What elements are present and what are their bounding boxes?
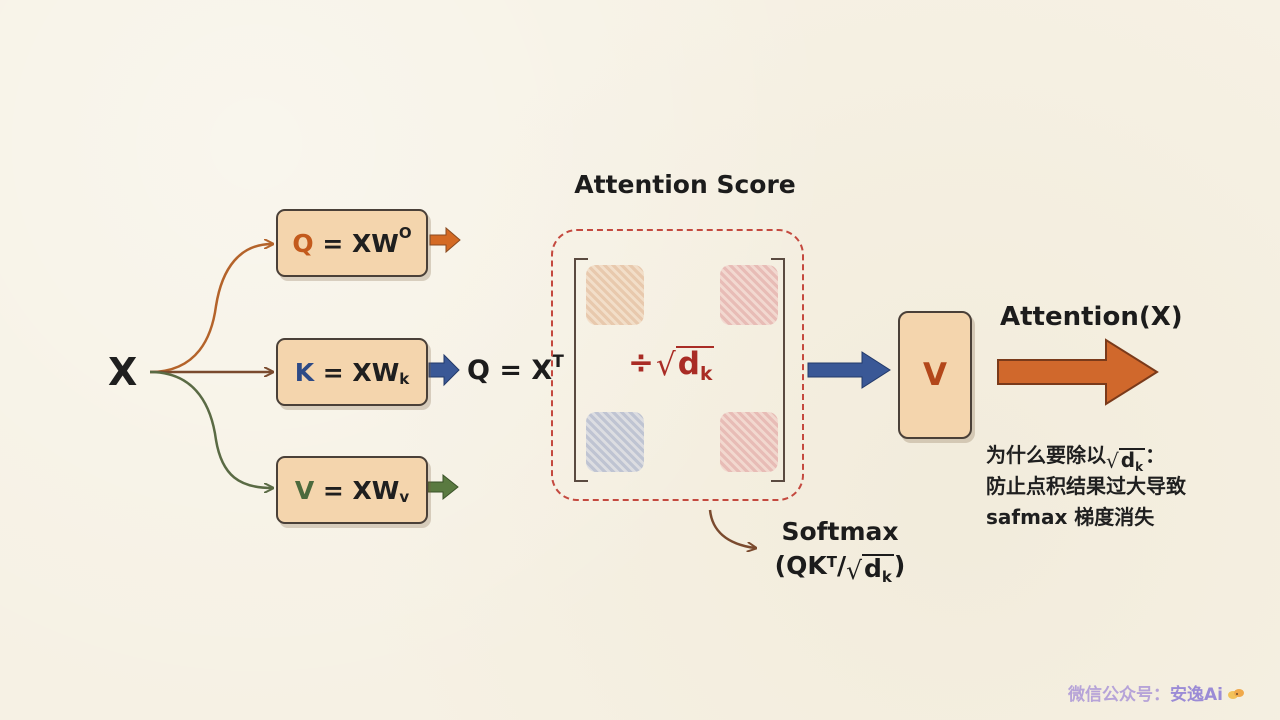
matrix-right-bracket <box>771 258 785 482</box>
key-equation: = XW <box>314 357 400 387</box>
matrix-left-bracket <box>574 258 588 482</box>
query-projection-box: Q = XW O <box>276 209 428 277</box>
watermark-brand: 安逸Ai <box>1170 685 1223 705</box>
note-suffix: ： <box>1145 443 1166 467</box>
query-weight-superscript: O <box>398 224 412 242</box>
softmax-pointer-arrow <box>708 509 755 548</box>
value-weight-subscript: v <box>399 488 410 506</box>
note-line-3: safmax 梯度消失 <box>986 505 1155 529</box>
sqrt-dk: √ dk <box>655 346 715 384</box>
query-equation: = XW <box>313 228 399 258</box>
branch-arrow-q <box>149 244 272 374</box>
matrix-cell-top-left <box>586 265 644 325</box>
softmax-slash: / <box>836 550 847 580</box>
attention-score-title: Attention Score <box>574 170 796 199</box>
value-letter: V <box>294 475 315 505</box>
softmax-d: d <box>864 554 882 584</box>
matrix-cell-bottom-left <box>586 412 644 472</box>
v-node-box: V <box>898 311 972 439</box>
note-prefix: 为什么要除以 <box>986 443 1106 467</box>
dk-k: k <box>699 364 713 386</box>
q-out-arrow <box>429 226 461 254</box>
attention-score-frame <box>551 229 804 501</box>
output-arrow <box>997 338 1159 406</box>
attention-output-label: Attention(X) <box>1000 302 1183 332</box>
softmax-sqrt-dk: √dk <box>846 554 894 585</box>
q-xt-text: Q = X <box>467 355 553 386</box>
sqrt-sign: √ <box>655 347 676 383</box>
branch-arrow-v <box>149 370 272 488</box>
softmax-radicand: dk <box>862 554 894 585</box>
note-sqrt-sign: √ <box>1106 449 1119 473</box>
k-out-arrow <box>428 353 460 387</box>
note-line-2: 防止点积结果过大导致 <box>986 474 1186 498</box>
key-weight-subscript: k <box>399 370 410 388</box>
note-line-1: 为什么要除以 √dk ： <box>986 440 1186 474</box>
sprout-icon <box>1227 686 1245 700</box>
query-letter: Q <box>292 228 314 258</box>
q-xt-superscript: T <box>552 352 564 372</box>
divide-sign: ÷ <box>628 345 654 381</box>
dk-d: d <box>677 346 700 383</box>
note-sqrt-dk: √dk <box>1106 448 1146 474</box>
softmax-k: k <box>881 567 892 586</box>
softmax-open: (QK <box>774 550 827 580</box>
softmax-sqrt-sign: √ <box>846 555 863 585</box>
score-to-v-arrow <box>807 351 891 389</box>
value-equation: = XW <box>314 475 400 505</box>
matrix-cell-top-right <box>720 265 778 325</box>
note-radicand: dk <box>1118 448 1146 474</box>
matrix-cell-bottom-right <box>720 412 778 472</box>
note-k: k <box>1135 459 1144 474</box>
q-xt-expression: Q = XT <box>467 352 564 386</box>
explanation-note: 为什么要除以 √dk ： 防止点积结果过大导致 safmax 梯度消失 <box>986 440 1186 533</box>
key-projection-box: K = XW k <box>276 338 428 406</box>
softmax-sup: T <box>826 553 837 572</box>
value-projection-box: V = XW v <box>276 456 428 524</box>
softmax-title: Softmax <box>781 517 899 546</box>
key-letter: K <box>294 357 315 387</box>
divide-sqrt-dk: ÷ √ dk <box>628 345 715 384</box>
watermark: 微信公众号： 安逸Ai <box>1068 680 1245 705</box>
watermark-prefix: 微信公众号： <box>1068 685 1170 705</box>
v-out-arrow <box>427 473 459 501</box>
sqrt-radicand: dk <box>675 346 715 384</box>
note-d: d <box>1120 448 1136 472</box>
softmax-close: ) <box>893 550 906 580</box>
input-x-label: X <box>108 350 138 394</box>
